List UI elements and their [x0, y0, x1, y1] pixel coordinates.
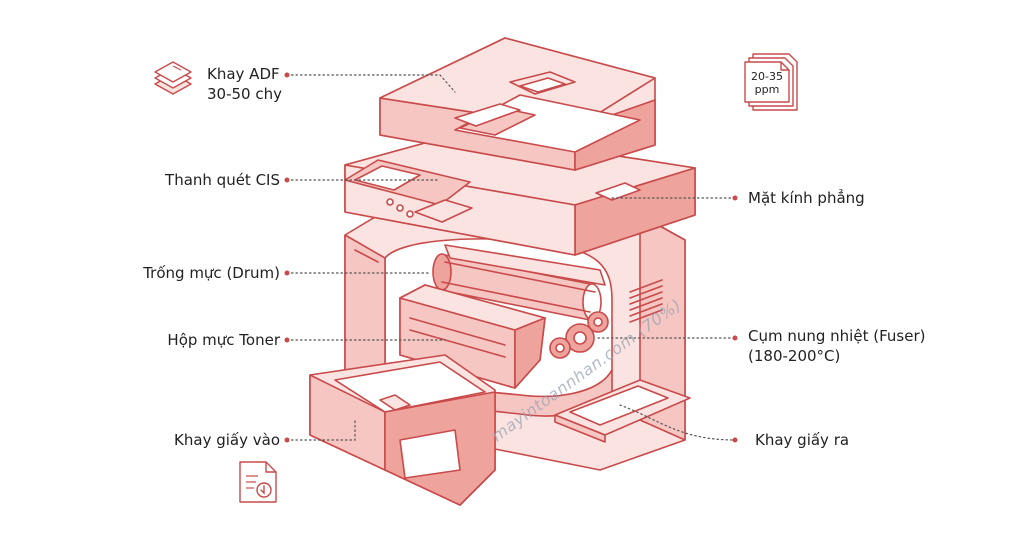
control-panel [344, 159, 473, 223]
adf-unit [379, 37, 656, 171]
fuser-label-line2: (180-200°C) [748, 347, 841, 365]
paper-stack-icon [154, 61, 192, 95]
adf-label-line2: 30-50 chy [207, 85, 282, 103]
adf-label: Khay ADF 30-50 chy [207, 64, 282, 104]
fuser-label: Cụm nung nhiệt (Fuser) (180-200°C) [748, 326, 925, 366]
glass-plate [595, 182, 641, 201]
speed-badge: 20-35 ppm [745, 70, 789, 96]
drum-unit [432, 244, 609, 359]
leader-lines [284, 72, 738, 443]
document-download-icon [239, 461, 277, 503]
document-pages-icon [744, 53, 798, 111]
speed-badge-unit: ppm [754, 83, 780, 96]
adf-label-line1: Khay ADF [207, 65, 280, 83]
output-tray [554, 379, 691, 443]
tray-out-label: Khay giấy ra [755, 431, 850, 449]
toner-label: Hộp mực Toner [167, 331, 280, 349]
tray-in-label: Khay giấy vào [174, 431, 280, 449]
vent-grille [629, 279, 663, 323]
speed-badge-value: 20-35 [751, 70, 783, 83]
glass-label: Mặt kính phẳng [748, 189, 865, 207]
panel-display [354, 165, 421, 191]
input-drawer [309, 354, 496, 506]
toner-cartridge [399, 284, 546, 389]
cis-label: Thanh quét CIS [165, 171, 280, 189]
drum-label: Trống mực (Drum) [143, 264, 280, 282]
fuser-label-line1: Cụm nung nhiệt (Fuser) [748, 327, 926, 345]
